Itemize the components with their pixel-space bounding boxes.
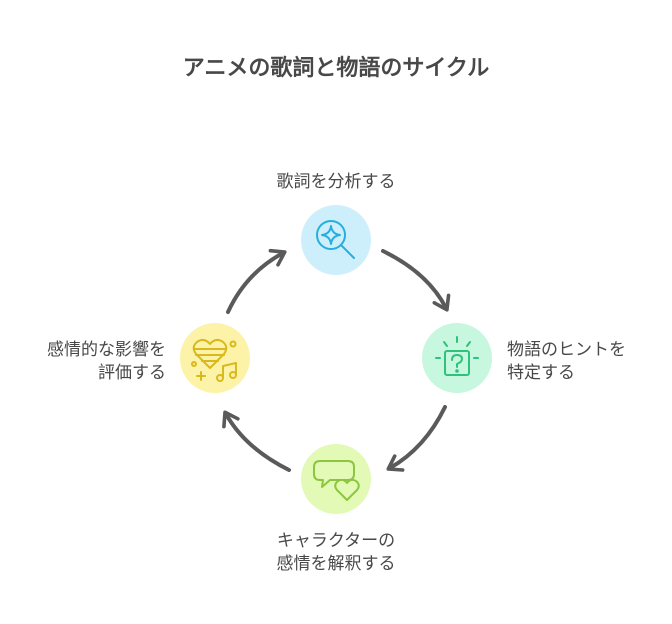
step-label-identify: 物語のヒントを 特定する [507,339,667,385]
step-node-interpret [301,444,371,514]
step-label-line: 物語のヒントを [507,340,626,360]
arrow-right-to-bottom [386,405,447,472]
arrow-bottom-to-left [222,410,291,472]
step-label-line: 歌詞を分析する [276,172,396,192]
step-node-evaluate [180,323,250,393]
step-node-analyze [301,205,371,275]
arrow-top-to-right [381,249,451,312]
arrow-left-to-top [226,248,287,314]
heart-music-icon [191,338,237,382]
step-label-evaluate: 感情的な影響を 評価する [8,339,166,385]
step-label-line: 評価する [98,363,166,383]
step-label-line: 特定する [507,363,575,383]
step-node-identify [422,323,492,393]
step-label-line: 感情を解釈する [276,554,396,574]
mystery-box-icon [435,336,479,376]
speech-heart-icon [313,460,360,501]
page-title: アニメの歌詞と物語のサイクル [182,56,490,81]
magnifier-sparkle-icon [316,220,355,259]
step-label-analyze: 歌詞を分析する [196,171,476,194]
step-label-interpret: キャラクターの 感情を解釈する [196,530,476,576]
step-label-line: キャラクターの [276,531,396,551]
step-label-line: 感情的な影響を [47,340,166,360]
